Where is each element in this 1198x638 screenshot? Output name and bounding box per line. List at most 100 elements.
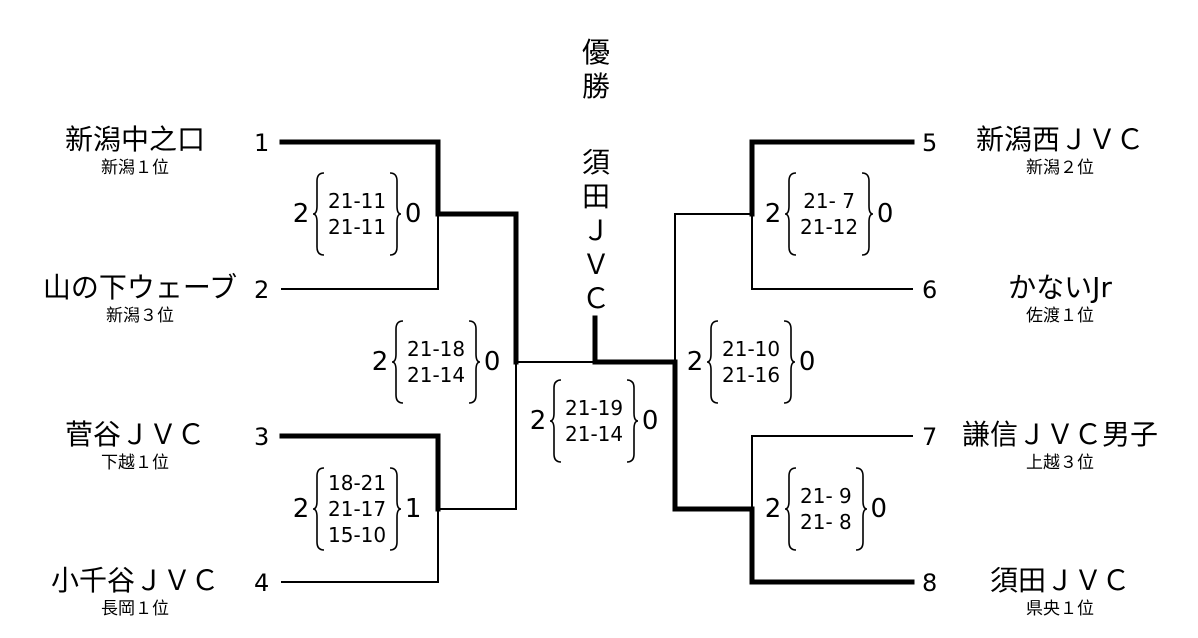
score-sf2: 2 21-10 21-16 0 — [684, 317, 818, 407]
set-score: 21- 8 — [800, 510, 852, 534]
right-brace-icon — [784, 320, 796, 404]
set-scores: 21-19 21-14 — [563, 395, 625, 447]
sets-won-right: 1 — [404, 494, 422, 524]
set-score: 21- 7 — [803, 189, 855, 213]
set-score: 21-17 — [328, 497, 387, 521]
right-brace-icon — [390, 172, 402, 256]
team-name: 謙信ＪＶＣ男子 — [961, 418, 1158, 451]
set-scores: 21- 9 21- 8 — [798, 483, 854, 535]
line-team2 — [281, 213, 439, 290]
team-qualifier: 佐渡１位 — [1026, 306, 1094, 326]
team-2: 山の下ウェーブ 新潟３位 — [20, 274, 260, 325]
line-team3 — [279, 433, 441, 512]
sets-won-right: 0 — [483, 347, 501, 377]
line-team7 — [751, 435, 913, 510]
team-3: 菅谷ＪＶＣ 下越１位 — [30, 421, 240, 472]
sets-won-left: 2 — [371, 347, 389, 377]
team-name: 山の下ウェーブ — [42, 271, 238, 304]
seed-number: 5 — [922, 129, 938, 157]
sets-won-right: 0 — [641, 406, 659, 436]
sets-won-left: 2 — [529, 406, 547, 436]
seed-number: 7 — [922, 423, 938, 451]
champion-team-char-5: Ｃ — [581, 282, 610, 315]
sets-won-left: 2 — [764, 199, 782, 229]
sets-won-right: 0 — [798, 347, 816, 377]
team-5: 新潟西ＪＶＣ 新潟２位 — [960, 126, 1160, 177]
right-brace-icon — [855, 467, 867, 551]
champion-label-char-2: 勝 — [581, 70, 610, 103]
set-score: 18-21 — [328, 471, 387, 495]
line-team1 — [279, 139, 441, 217]
left-brace-icon — [312, 467, 325, 551]
set-score: 21-18 — [407, 337, 466, 361]
set-score: 21- 9 — [800, 484, 852, 508]
left-brace-icon — [784, 172, 797, 256]
seed-number: 1 — [254, 129, 270, 157]
right-brace-icon — [862, 172, 874, 256]
score-m4: 2 21- 9 21- 8 0 — [762, 464, 890, 554]
team-name: 新潟中之口 — [64, 123, 205, 156]
left-brace-icon — [549, 379, 562, 463]
left-brace-icon — [784, 467, 797, 551]
sets-won-left: 2 — [292, 494, 310, 524]
seed-number: 4 — [254, 569, 270, 597]
team-7: 謙信ＪＶＣ男子 上越３位 — [950, 421, 1170, 472]
team-qualifier: 長岡１位 — [101, 599, 169, 619]
set-score: 21-11 — [328, 215, 387, 239]
team-name: 須田ＪＶＣ — [989, 564, 1130, 597]
team-qualifier: 新潟３位 — [106, 306, 174, 326]
team-qualifier: 新潟２位 — [1026, 158, 1094, 178]
set-scores: 18-21 21-17 15-10 — [326, 470, 388, 548]
champion-label-char-1: 優 — [581, 36, 610, 69]
right-brace-icon — [627, 379, 639, 463]
score-final: 2 21-19 21-14 0 — [527, 376, 661, 466]
sets-won-right: 0 — [404, 199, 422, 229]
right-brace-icon — [469, 320, 481, 404]
left-brace-icon — [706, 320, 719, 404]
score-m2: 2 18-21 21-17 15-10 1 — [290, 464, 424, 554]
line-team5 — [749, 139, 915, 217]
set-score: 21-10 — [722, 337, 781, 361]
team-1: 新潟中之口 新潟１位 — [30, 126, 240, 177]
set-score: 21-11 — [328, 189, 387, 213]
sets-won-right: 0 — [876, 199, 894, 229]
set-score: 21-14 — [407, 363, 466, 387]
sets-won-left: 2 — [764, 494, 782, 524]
line-m2-winner — [437, 361, 517, 510]
set-scores: 21- 7 21-12 — [798, 188, 860, 240]
line-m1-winner — [435, 211, 519, 365]
set-scores: 21-11 21-11 — [326, 188, 388, 240]
team-qualifier: 上越３位 — [1026, 453, 1094, 473]
left-brace-icon — [312, 172, 325, 256]
champion-team-char-2: 田 — [581, 180, 610, 213]
line-m4-winner — [672, 359, 755, 512]
line-team6 — [751, 213, 913, 290]
sets-won-left: 2 — [686, 347, 704, 377]
team-name: 新潟西ＪＶＣ — [975, 123, 1144, 156]
champion-team-char-4: Ｖ — [581, 248, 610, 281]
champion-label: 優勝 — [572, 36, 620, 104]
left-brace-icon — [391, 320, 404, 404]
champion-team-char-1: 須 — [581, 146, 610, 179]
seed-number: 8 — [922, 569, 938, 597]
set-score: 21-12 — [800, 215, 859, 239]
set-score: 21-14 — [565, 422, 624, 446]
set-score: 15-10 — [328, 523, 387, 547]
team-qualifier: 下越１位 — [101, 453, 169, 473]
team-name: かないJr — [1008, 271, 1112, 304]
score-m1: 2 21-11 21-11 0 — [290, 169, 424, 259]
score-sf1: 2 21-18 21-14 0 — [369, 317, 503, 407]
set-scores: 21-10 21-16 — [720, 336, 782, 388]
line-team8 — [749, 506, 915, 585]
sets-won-right: 0 — [870, 494, 888, 524]
score-m3: 2 21- 7 21-12 0 — [762, 169, 896, 259]
set-score: 21-19 — [565, 396, 624, 420]
team-8: 須田ＪＶＣ 県央１位 — [960, 567, 1160, 618]
set-scores: 21-18 21-14 — [405, 336, 467, 388]
seed-number: 6 — [922, 276, 938, 304]
team-qualifier: 新潟１位 — [101, 158, 169, 178]
team-name: 菅谷ＪＶＣ — [64, 418, 205, 451]
team-qualifier: 県央１位 — [1026, 599, 1094, 619]
